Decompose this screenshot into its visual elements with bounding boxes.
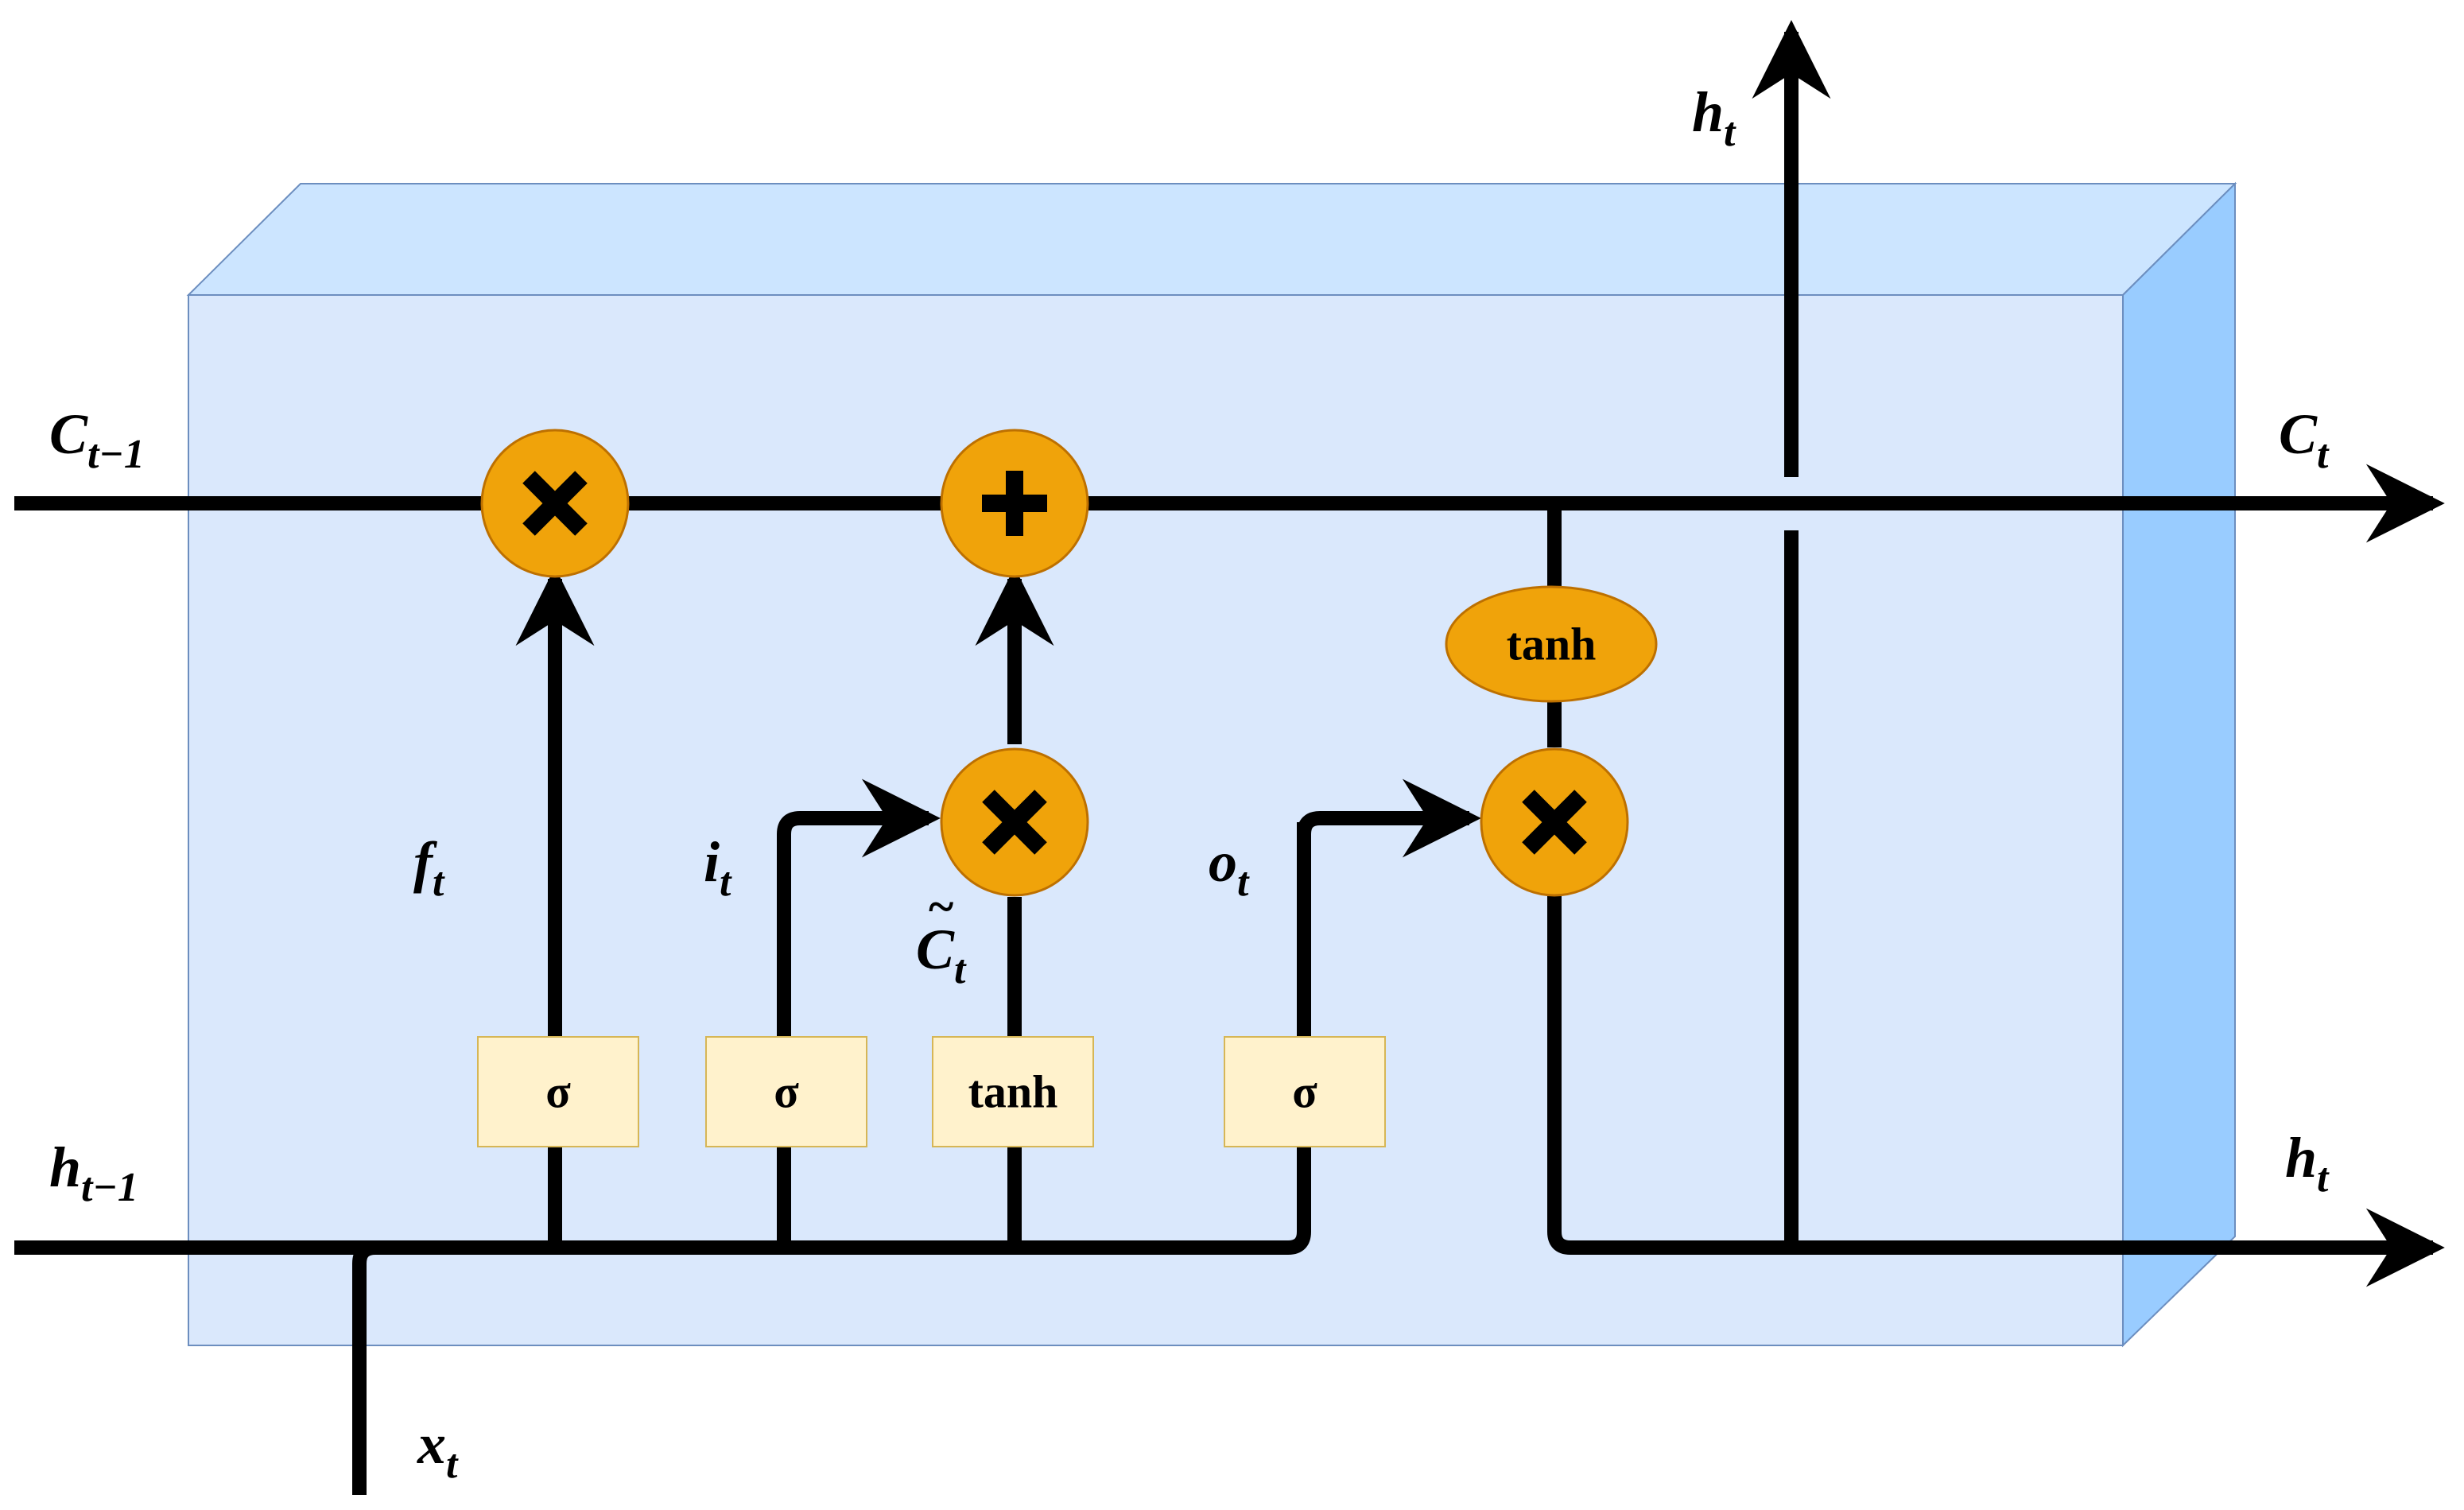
candidate-gate-label: tanh (968, 1066, 1058, 1118)
output-multiply-operator (1480, 747, 1629, 897)
cell-add-operator (940, 429, 1089, 578)
cell-box-side-face (2122, 181, 2236, 1348)
multiply-icon (522, 471, 588, 536)
o-gate-label: ot (1209, 830, 1250, 905)
c-prev-label: Ct−1 (49, 402, 145, 477)
cell-tanh-operator: tanh (1445, 585, 1658, 703)
hidden-state-output-line (1547, 891, 2445, 1287)
i-gate-label: it (704, 830, 732, 905)
x-input-line (352, 1240, 376, 1495)
multiply-icon (1522, 790, 1587, 855)
forget-gate-label: σ (545, 1066, 571, 1118)
hidden-state-line (14, 822, 1311, 1255)
multiply-icon (982, 790, 1047, 855)
output-gate-label: σ (1292, 1066, 1317, 1118)
plus-icon (982, 471, 1047, 536)
labels: Ct−1 Ct ht−1 ht ht xt ft it ot Ct ~ (49, 80, 2330, 1487)
gate-boxes: σ σ tanh σ (477, 1036, 1386, 1147)
input-gate-line (777, 778, 941, 1248)
c-tilde-accent: ~ (927, 880, 954, 933)
c-tilde-label: Ct (916, 918, 967, 992)
input-gate-box: σ (705, 1036, 867, 1147)
h-out-top-label: ht (1692, 80, 1736, 155)
h-prev-label: ht−1 (49, 1135, 138, 1210)
c-out-label: Ct (2279, 402, 2330, 477)
cell-tanh-label: tanh (1507, 619, 1597, 670)
input-multiply-operator (940, 747, 1089, 897)
x-in-label: xt (417, 1412, 459, 1487)
cell-box-top-face (186, 183, 2237, 296)
candidate-gate-box: tanh (932, 1036, 1094, 1147)
forget-multiply-operator (480, 429, 630, 578)
output-gate-box: σ (1224, 1036, 1386, 1147)
h-out-right-label: ht (2285, 1126, 2330, 1201)
connectors (14, 20, 2445, 1495)
input-gate-label: σ (774, 1066, 799, 1118)
forget-gate-box: σ (477, 1036, 639, 1147)
cell-box-front-face (188, 294, 2124, 1346)
cell-box (186, 181, 2237, 1348)
operators: tanh (480, 429, 1658, 897)
output-gate-line (1297, 778, 1481, 858)
